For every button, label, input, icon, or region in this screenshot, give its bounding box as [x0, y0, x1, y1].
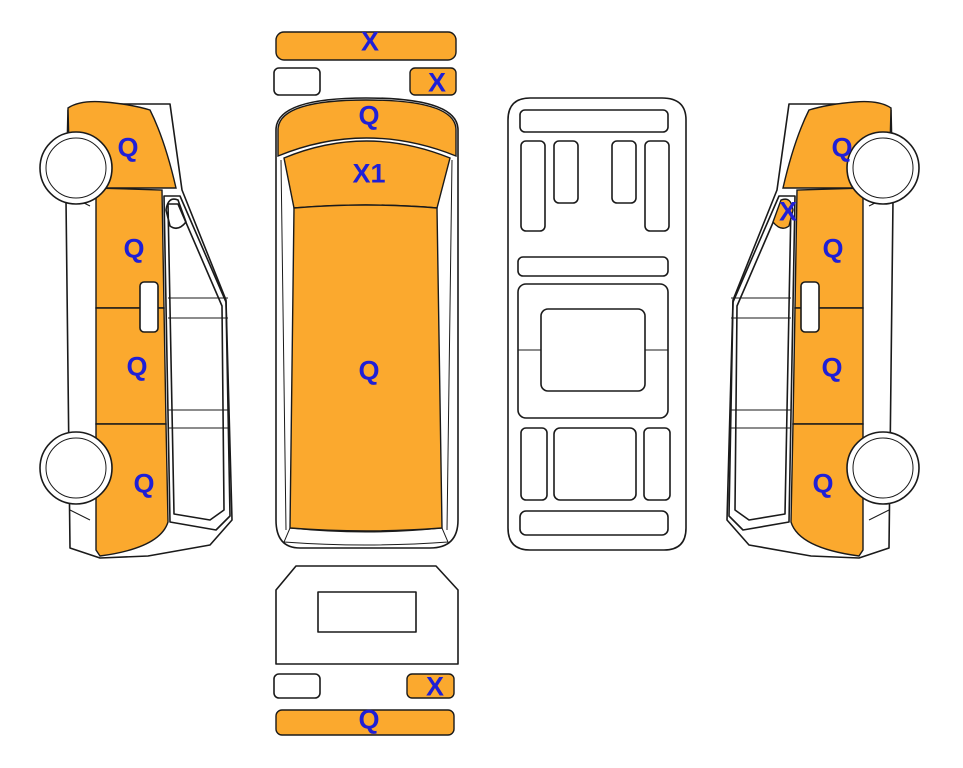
- rear-left-light-panel[interactable]: [273, 673, 321, 699]
- interior-view: [507, 97, 687, 551]
- rear-right-light-panel[interactable]: [406, 673, 455, 699]
- front-left-light-panel[interactable]: [273, 67, 321, 96]
- left-front-wheel: [39, 131, 113, 205]
- windshield-mark[interactable]: X1: [352, 158, 386, 189]
- roof-mark[interactable]: Q: [358, 355, 380, 386]
- left-front-door-mark[interactable]: Q: [123, 233, 145, 264]
- right-front-fender-mark[interactable]: Q: [831, 132, 853, 163]
- hood-panel[interactable]: [277, 99, 457, 158]
- front-bumper-panel[interactable]: [275, 31, 457, 61]
- right-mirror-panel[interactable]: [772, 198, 794, 229]
- right-sliding-door-mark[interactable]: Q: [821, 352, 843, 383]
- rear-window: [317, 591, 417, 633]
- right-front-wheel: [846, 131, 920, 205]
- top-view: [273, 31, 459, 736]
- left-rear-wheel: [39, 431, 113, 505]
- right-front-door-mark[interactable]: Q: [822, 233, 844, 264]
- rear-bumper-panel[interactable]: [275, 709, 455, 736]
- right-rear-quarter-panel[interactable]: [790, 423, 864, 557]
- right-mirror-mark[interactable]: X: [778, 196, 798, 227]
- left-sliding-door-mark[interactable]: Q: [126, 351, 148, 382]
- right-side-view: [726, 100, 920, 559]
- front-right-light-panel[interactable]: [409, 67, 457, 96]
- left-rear-quarter-mark[interactable]: Q: [133, 468, 155, 499]
- left-side-view: [39, 100, 233, 559]
- hood-mark[interactable]: Q: [358, 100, 380, 131]
- left-front-fender-mark[interactable]: Q: [117, 132, 139, 163]
- front-right-light-mark[interactable]: X: [427, 67, 447, 98]
- right-rear-quarter-mark[interactable]: Q: [812, 468, 834, 499]
- right-rear-wheel: [846, 431, 920, 505]
- rear-right-light-mark[interactable]: X: [425, 671, 445, 702]
- rear-bumper-mark[interactable]: Q: [358, 704, 380, 735]
- left-rear-quarter-panel[interactable]: [95, 423, 169, 557]
- front-bumper-mark[interactable]: X: [360, 26, 380, 57]
